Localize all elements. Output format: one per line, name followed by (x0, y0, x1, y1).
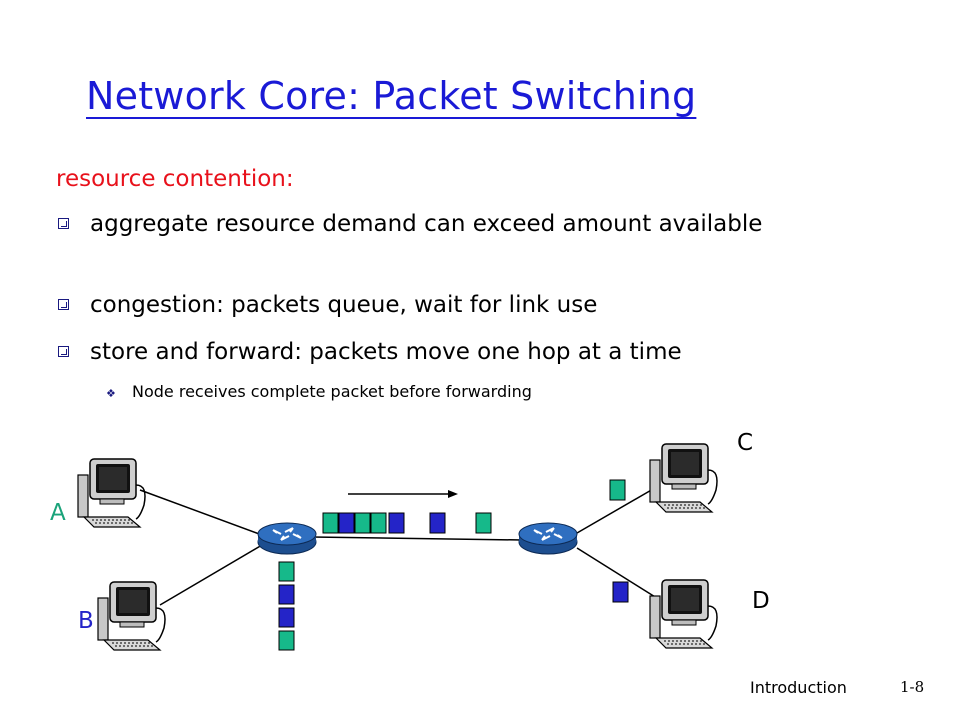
node-label-d: D (752, 588, 770, 614)
checkbox-bullet-icon (58, 299, 69, 310)
node-label-b: B (78, 608, 94, 634)
packet (370, 512, 387, 534)
link-a-router (139, 489, 263, 536)
packet (278, 561, 295, 582)
diamond-bullet-icon: ❖ (106, 387, 116, 400)
footer-label: Introduction (750, 678, 847, 697)
bullet-text: congestion: packets queue, wait for link… (90, 292, 598, 318)
packet (609, 479, 626, 501)
packet-queue (322, 512, 492, 534)
computer-icon (77, 458, 146, 528)
bullet-item: congestion: packets queue, wait for link… (56, 289, 810, 322)
packet (612, 581, 629, 603)
node-label-a: A (50, 500, 66, 526)
packet (388, 512, 405, 534)
node-label-c: C (737, 430, 754, 456)
bullet-item: store and forward: packets move one hop … (56, 336, 810, 369)
arrow-icon (348, 490, 458, 498)
packet (354, 512, 371, 534)
link-router-router (311, 536, 523, 541)
link-router-d (576, 547, 661, 601)
link-router-c (576, 484, 661, 534)
computer-icon (97, 581, 166, 651)
checkbox-bullet-icon (58, 346, 69, 357)
packet (322, 512, 339, 534)
packet (278, 607, 295, 628)
sub-bullet-text: Node receives complete packet before for… (132, 382, 532, 401)
slide-title: Network Core: Packet Switching (86, 74, 697, 118)
bullet-text: store and forward: packets move one hop … (90, 339, 682, 365)
bullet-text: aggregate resource demand can exceed amo… (90, 211, 763, 237)
packet (338, 512, 355, 534)
computer-icon (649, 579, 718, 649)
subheading: resource contention: (56, 166, 294, 192)
router-icon (257, 522, 317, 555)
link-b-router (159, 544, 263, 606)
router-icon (518, 522, 578, 555)
packet (278, 630, 295, 651)
links (139, 484, 661, 606)
packet-queue-vertical (278, 561, 295, 651)
packet (278, 584, 295, 605)
sub-bullet-item: ❖ Node receives complete packet before f… (106, 382, 532, 401)
checkbox-bullet-icon (58, 218, 69, 229)
computer-icon (649, 443, 718, 513)
bullet-item: aggregate resource demand can exceed amo… (56, 208, 810, 241)
packet (429, 512, 446, 534)
packet (475, 512, 492, 534)
page-number: 1-8 (900, 678, 925, 696)
